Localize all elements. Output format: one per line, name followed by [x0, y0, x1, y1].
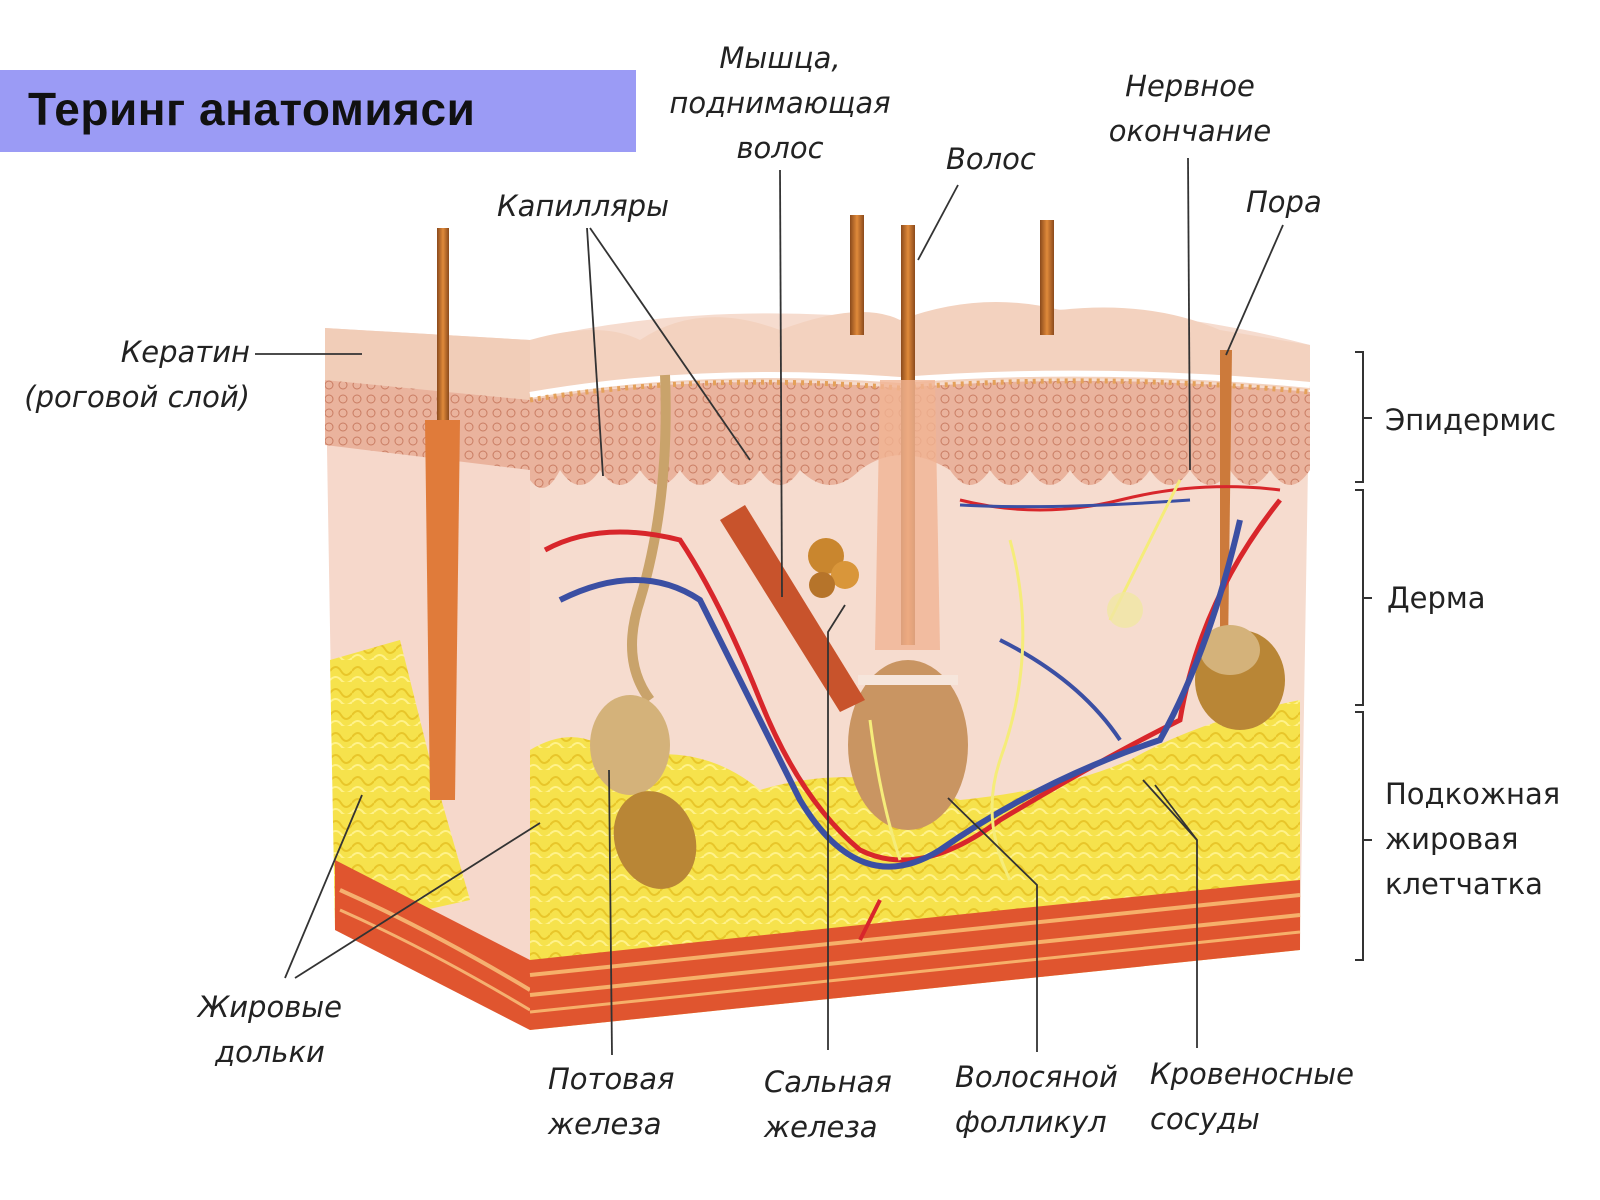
hair-strand — [850, 215, 864, 335]
label-blood-vessels: Кровеносные сосуды — [1150, 1052, 1354, 1142]
hairs — [425, 215, 1232, 830]
hair-bulb — [848, 660, 968, 830]
label-sweat-line2: железа — [548, 1107, 662, 1141]
layer-dermis-label: Дерма — [1387, 581, 1486, 615]
label-hair: Волос — [946, 142, 1036, 176]
label-pore: Пора — [1246, 185, 1322, 219]
layer-epidermis-label: Эпидермис — [1385, 403, 1557, 437]
layer-brackets — [1355, 351, 1372, 961]
label-nerve-ending: Нервное окончание — [1085, 64, 1295, 154]
layer-hypodermis-label: Подкожная жировая клетчатка — [1385, 772, 1560, 907]
label-follicle-line1: Волосяной — [955, 1060, 1118, 1094]
layer-hypodermis-line1: Подкожная — [1385, 777, 1561, 811]
label-nerve-line2: окончание — [1108, 114, 1272, 148]
leader-lines — [255, 157, 1284, 1056]
nerves-shape — [868, 479, 1182, 881]
label-keratin: Кератин (роговой слой) — [18, 330, 250, 420]
label-sweat-line1: Потовая — [548, 1062, 675, 1096]
title-banner — [0, 70, 636, 152]
page-title: Теринг анатомияси — [28, 83, 476, 135]
fat-lobule-left — [330, 640, 470, 930]
label-hair-follicle: Волосяной фолликул — [955, 1055, 1118, 1145]
label-follicle-line2: фолликул — [955, 1105, 1107, 1139]
label-sebaceous-gland: Сальная железа — [764, 1060, 892, 1150]
label-muscle-line2: поднимающая — [669, 86, 891, 120]
label-sweat-gland: Потовая железа — [548, 1057, 675, 1147]
sebaceous-gland-shape — [808, 538, 859, 598]
hair-strand — [1040, 220, 1054, 335]
sweat-gland-right — [1195, 625, 1285, 730]
layer-hypodermis-line3: клетчатка — [1385, 867, 1543, 901]
label-nerve-line1: Нервное — [1125, 69, 1255, 103]
label-keratin-line1: Кератин — [120, 335, 250, 369]
hair-strand — [437, 228, 449, 428]
label-vessels-line2: сосуды — [1150, 1102, 1260, 1136]
left-face — [325, 328, 532, 1030]
label-keratin-line2: (роговой слой) — [24, 380, 250, 414]
label-sebaceous-line1: Сальная — [764, 1065, 892, 1099]
label-vessels-line1: Кровеносные — [1150, 1057, 1355, 1091]
label-muscle: Мышца, поднимающая волос — [660, 36, 900, 171]
layer-hypodermis-line2: жировая — [1385, 822, 1519, 856]
label-fat-line1: Жировые — [197, 990, 343, 1024]
label-muscle-line3: волос — [736, 131, 824, 165]
label-fat-line2: дольки — [215, 1035, 325, 1069]
label-fat-lobules: Жировые дольки — [180, 985, 360, 1075]
hair-follicle-left — [425, 420, 460, 800]
label-muscle-line1: Мышца, — [719, 41, 841, 75]
label-capillaries: Капилляры — [497, 189, 669, 223]
blood-vessels-shape — [543, 485, 1282, 941]
label-sebaceous-line2: железа — [764, 1110, 878, 1144]
